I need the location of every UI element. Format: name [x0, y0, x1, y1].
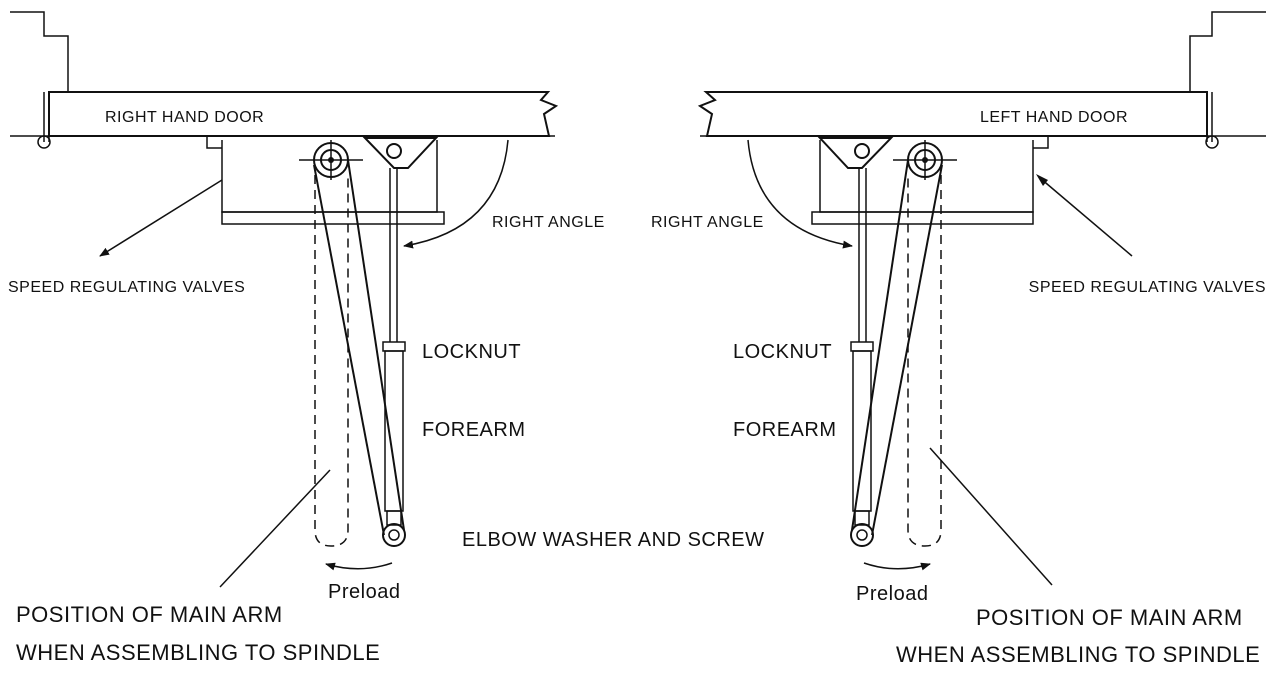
- right-elbow-screw: [856, 529, 868, 541]
- main-arm-label-left-line2: WHEN ASSEMBLING TO SPINDLE: [16, 640, 380, 665]
- right-door-frame: [1189, 11, 1266, 142]
- right-closer-base: [811, 211, 1034, 225]
- left-hinge-pivot: [37, 135, 51, 149]
- left-main-arm-edge-b: [347, 159, 405, 531]
- right-right-angle-arrow: [747, 139, 853, 249]
- right-main-arm-assembly-position: [907, 175, 942, 547]
- right-hinge-pivot: [1205, 135, 1219, 149]
- right-shoe-pin: [854, 143, 870, 159]
- left-right-angle-arrow: [403, 139, 509, 249]
- left-valves-leader: [99, 179, 223, 257]
- forearm-label-left: FOREARM: [422, 419, 526, 441]
- preload-label-left: Preload: [328, 581, 400, 603]
- right-main-arm-edge-b: [851, 159, 909, 531]
- main-arm-label-right-line2: WHEN ASSEMBLING TO SPINDLE: [896, 642, 1260, 667]
- left-forearm-tube: [384, 350, 404, 512]
- right-hand-door-label: RIGHT HAND DOOR: [105, 109, 264, 126]
- left-closer-base: [221, 211, 445, 225]
- elbow-washer-screw-label: ELBOW WASHER AND SCREW: [462, 529, 765, 551]
- left-shoe-pin: [386, 143, 402, 159]
- right-shoe-bracket: [817, 137, 894, 169]
- left-preload-arrow: [325, 562, 393, 571]
- right-angle-label-left: RIGHT ANGLE: [492, 214, 605, 231]
- left-locknut: [382, 341, 406, 352]
- right-elbow-block: [854, 510, 870, 526]
- right-elbow-washer: [850, 523, 874, 547]
- left-main-arm-leader: [219, 469, 331, 588]
- left-main-arm-edge-a: [313, 164, 385, 536]
- left-elbow-screw: [388, 529, 400, 541]
- main-arm-label-left-line1: POSITION OF MAIN ARM: [16, 602, 283, 627]
- left-door-frame: [10, 11, 69, 142]
- preload-label-right: Preload: [856, 583, 928, 605]
- right-preload-arrow: [863, 562, 931, 571]
- right-forearm-tube: [852, 350, 872, 512]
- locknut-label-left: LOCKNUT: [422, 341, 521, 363]
- left-shoe-bracket: [362, 137, 439, 169]
- left-elbow-washer: [382, 523, 406, 547]
- forearm-label-right: FOREARM: [733, 419, 837, 441]
- right-main-arm-leader: [929, 447, 1053, 586]
- left-elbow-block: [386, 510, 402, 526]
- right-main-arm-edge-a: [871, 164, 943, 536]
- locknut-label-right: LOCKNUT: [733, 341, 832, 363]
- right-hand-assembly: [10, 11, 559, 588]
- right-locknut: [850, 341, 874, 352]
- speed-valves-label-right: SPEED REGULATING VALVES: [1029, 279, 1266, 296]
- speed-valves-label-left: SPEED REGULATING VALVES: [8, 279, 245, 296]
- left-hand-door-label: LEFT HAND DOOR: [980, 109, 1128, 126]
- left-main-arm-assembly-position: [314, 175, 349, 547]
- right-valves-arrowhead: [1036, 174, 1048, 186]
- right-angle-label-right: RIGHT ANGLE: [651, 214, 764, 231]
- left-hand-door-panel: [697, 91, 1208, 137]
- left-hand-assembly: [697, 11, 1266, 586]
- main-arm-label-right-line1: POSITION OF MAIN ARM: [976, 605, 1243, 630]
- right-valves-leader: [1039, 177, 1133, 257]
